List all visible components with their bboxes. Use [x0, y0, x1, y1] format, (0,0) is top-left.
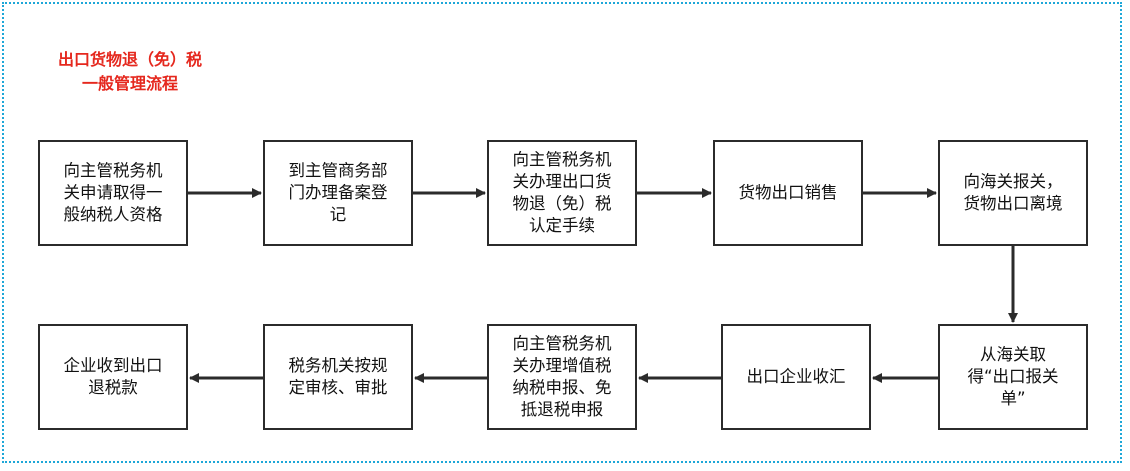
dotted-frame: [2, 2, 1122, 463]
step-5-box: 向海关报关， 货物出口离境: [938, 140, 1088, 246]
step-9-box: 税务机关按规 定审核、审批: [263, 324, 413, 430]
diagram-title: 出口货物退（免）税 一般管理流程: [30, 48, 230, 96]
step-6-box: 从海关取 得“出口报关 单”: [938, 324, 1088, 430]
step-3-box: 向主管税务机 关办理出口货 物退（免）税 认定手续: [487, 140, 637, 246]
step-7-box: 出口企业收汇: [721, 324, 871, 430]
step-1-box: 向主管税务机 关申请取得一 般纳税人资格: [38, 140, 188, 246]
step-2-box: 到主管商务部 门办理备案登 记: [263, 140, 413, 246]
step-10-box: 企业收到出口 退税款: [38, 324, 188, 430]
title-line-1: 出口货物退（免）税: [57, 50, 202, 69]
step-8-box: 向主管税务机 关办理增值税 纳税申报、免 抵退税申报: [487, 324, 637, 430]
title-line-2: 一般管理流程: [81, 74, 178, 93]
step-4-box: 货物出口销售: [713, 140, 863, 246]
